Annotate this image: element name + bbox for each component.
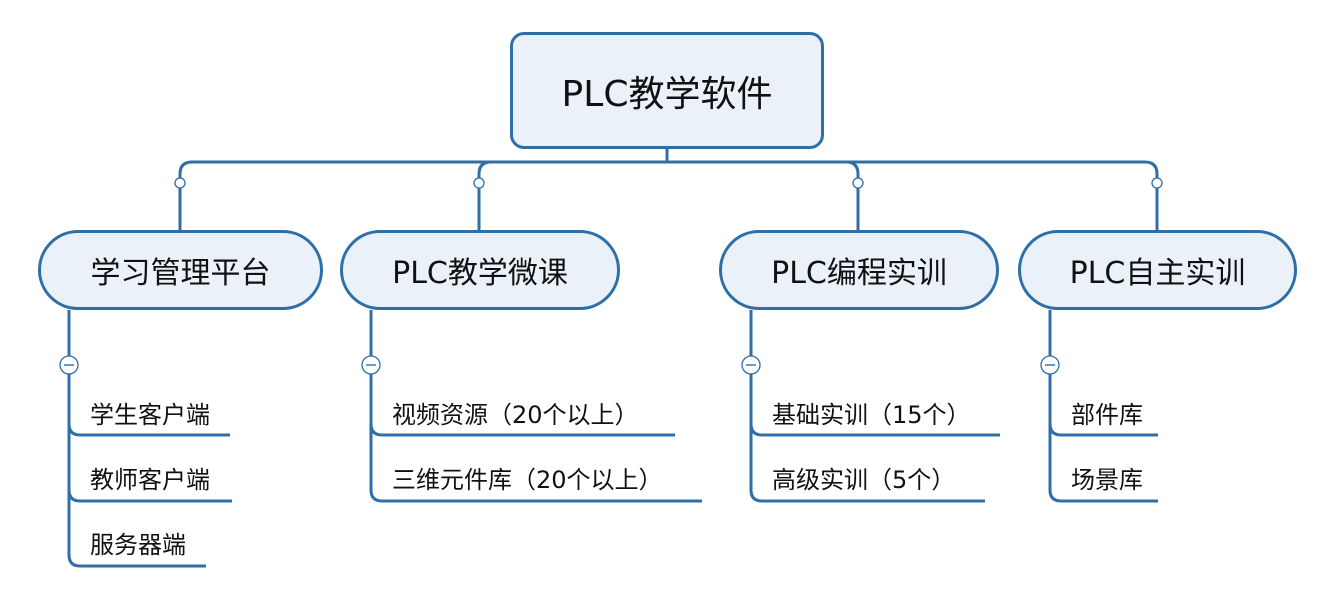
category-node-micro-course[interactable]: PLC教学微课 bbox=[340, 230, 620, 310]
category-node-programming-training[interactable]: PLC编程实训 bbox=[719, 230, 999, 310]
leaf-underline bbox=[1048, 423, 1158, 437]
category-node-self-training[interactable]: PLC自主实训 bbox=[1018, 230, 1297, 310]
branch-connector-3 bbox=[845, 160, 860, 230]
leaf-underline bbox=[67, 423, 230, 437]
junction-dot-icon[interactable] bbox=[473, 177, 485, 189]
leaf-item-advanced-training[interactable]: 高级实训（5个） bbox=[772, 466, 956, 494]
category-node-learning-platform[interactable]: 学习管理平台 bbox=[38, 230, 323, 310]
leaf-item-basic-training[interactable]: 基础实训（15个） bbox=[772, 401, 971, 429]
branch-connector-2 bbox=[477, 160, 492, 230]
junction-dot-icon[interactable] bbox=[852, 177, 864, 189]
leaf-item-video-resources[interactable]: 视频资源（20个以上） bbox=[392, 401, 639, 429]
root-node[interactable]: PLC教学软件 bbox=[510, 32, 824, 149]
branch-spine-1 bbox=[67, 310, 206, 568]
leaf-underline bbox=[67, 489, 232, 503]
leaf-underline bbox=[369, 423, 675, 437]
leaf-underline bbox=[749, 423, 1000, 437]
leaf-item-teacher-client[interactable]: 教师客户端 bbox=[90, 466, 210, 494]
leaf-item-parts-library[interactable]: 部件库 bbox=[1071, 401, 1143, 429]
branch-spine-4 bbox=[1048, 310, 1158, 503]
leaf-item-3d-component-library[interactable]: 三维元件库（20个以上） bbox=[392, 466, 663, 494]
leaf-item-scene-library[interactable]: 场景库 bbox=[1071, 466, 1143, 494]
junction-dot-icon[interactable] bbox=[1151, 177, 1163, 189]
bus-connector bbox=[178, 160, 1159, 230]
branch-spine-2 bbox=[369, 310, 702, 503]
junction-dot-icon[interactable] bbox=[174, 177, 186, 189]
branch-spine-3 bbox=[749, 310, 985, 503]
leaf-item-student-client[interactable]: 学生客户端 bbox=[90, 401, 210, 429]
leaf-item-server[interactable]: 服务器端 bbox=[90, 531, 186, 559]
